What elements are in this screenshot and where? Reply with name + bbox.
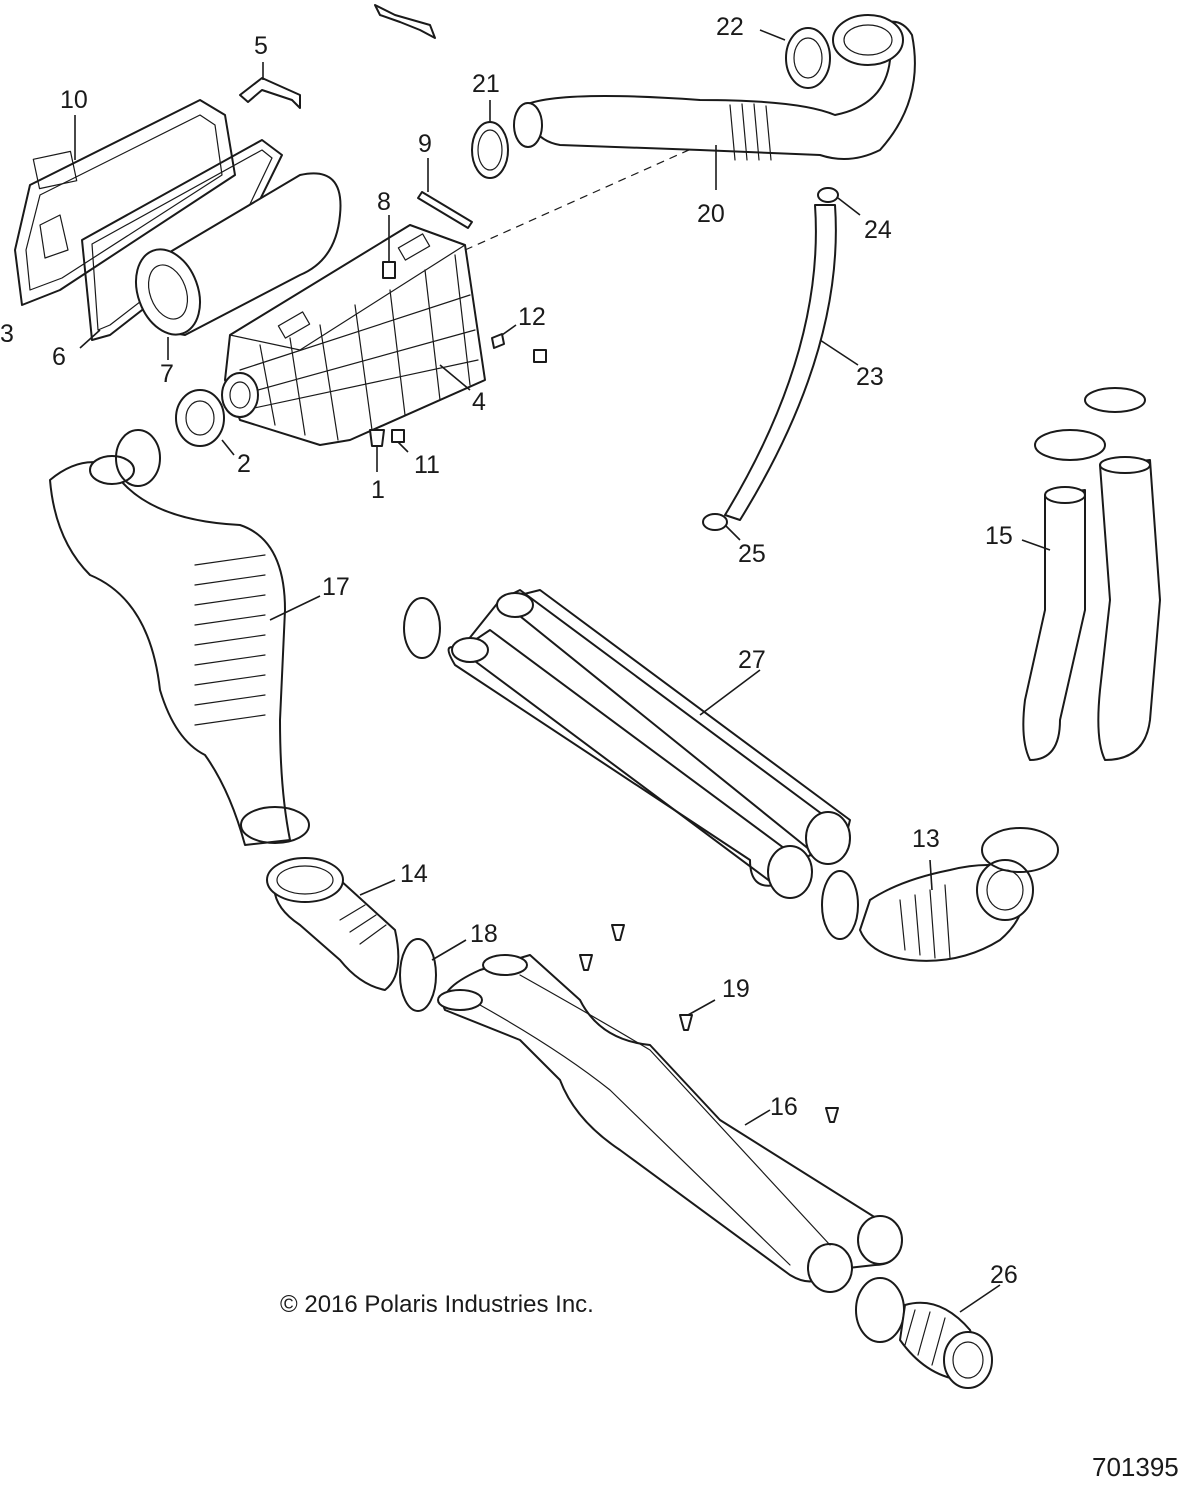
- clamp-17-top: [115, 429, 161, 487]
- callout-17: 17: [322, 573, 350, 601]
- assembly-guide-line: [464, 144, 701, 251]
- callout-15: 15: [985, 522, 1013, 550]
- callout-21: 21: [472, 70, 500, 98]
- coupler-26: [855, 1277, 1001, 1389]
- bracket: [239, 4, 436, 109]
- callout-13: 13: [912, 825, 940, 853]
- coupler-13: [821, 827, 1059, 962]
- hose-clamp-21: [471, 100, 509, 179]
- strap: [417, 158, 473, 229]
- hose-clamp-22: [759, 27, 831, 89]
- small-clamp-25: [702, 513, 741, 541]
- dual-duct-16: [437, 954, 903, 1293]
- dual-duct-27: [447, 589, 851, 899]
- callout-19: 19: [722, 975, 750, 1003]
- callout-27: 27: [738, 646, 766, 674]
- copyright-notice: © 2016 Polaris Industries Inc.: [280, 1291, 594, 1318]
- intake-hose: [513, 14, 916, 190]
- grommet: [382, 215, 396, 279]
- small-clamp-24: [817, 187, 861, 216]
- callout-10: 10: [60, 86, 88, 114]
- callout-25: 25: [738, 540, 766, 568]
- airbox-body: [221, 224, 486, 446]
- clamp-18: [399, 938, 467, 1012]
- callout-26: 26: [990, 1261, 1018, 1289]
- callout-16: 16: [770, 1093, 798, 1121]
- callout-1: 1: [371, 476, 385, 504]
- callout-8: 8: [377, 188, 391, 216]
- callout-18: 18: [470, 920, 498, 948]
- dual-duct-15: [1021, 387, 1161, 761]
- document-number: 701395: [1092, 1452, 1179, 1482]
- breather-tube: [724, 204, 859, 521]
- callout-9: 9: [418, 130, 432, 158]
- fasteners-19: [579, 924, 839, 1123]
- callout-6: 6: [52, 343, 66, 371]
- callout-7: 7: [160, 360, 174, 388]
- intake-coupler: [175, 389, 235, 456]
- airbox-cover: [14, 99, 236, 306]
- clamp-27-top: [403, 597, 441, 659]
- callout-11: 11: [414, 451, 440, 479]
- callout-24: 24: [864, 216, 892, 244]
- callout-23: 23: [856, 363, 884, 391]
- callout-labels: 1 2 3 4 5 6 7 8 9 10 11 12 13 14 15 16 1…: [0, 13, 1018, 1289]
- air-filter: [135, 172, 342, 360]
- callout-4: 4: [472, 388, 486, 416]
- callout-2: 2: [237, 450, 251, 478]
- callout-5: 5: [254, 32, 268, 60]
- fasteners-airbox: [369, 324, 547, 472]
- intake-duct: [49, 455, 321, 846]
- callout-14: 14: [400, 860, 428, 888]
- callout-3: 3: [0, 320, 14, 348]
- callout-20: 20: [697, 200, 725, 228]
- clamp-14-top: [240, 806, 310, 844]
- coupler-14: [266, 857, 400, 991]
- callout-22: 22: [716, 13, 744, 41]
- callout-12: 12: [518, 303, 546, 331]
